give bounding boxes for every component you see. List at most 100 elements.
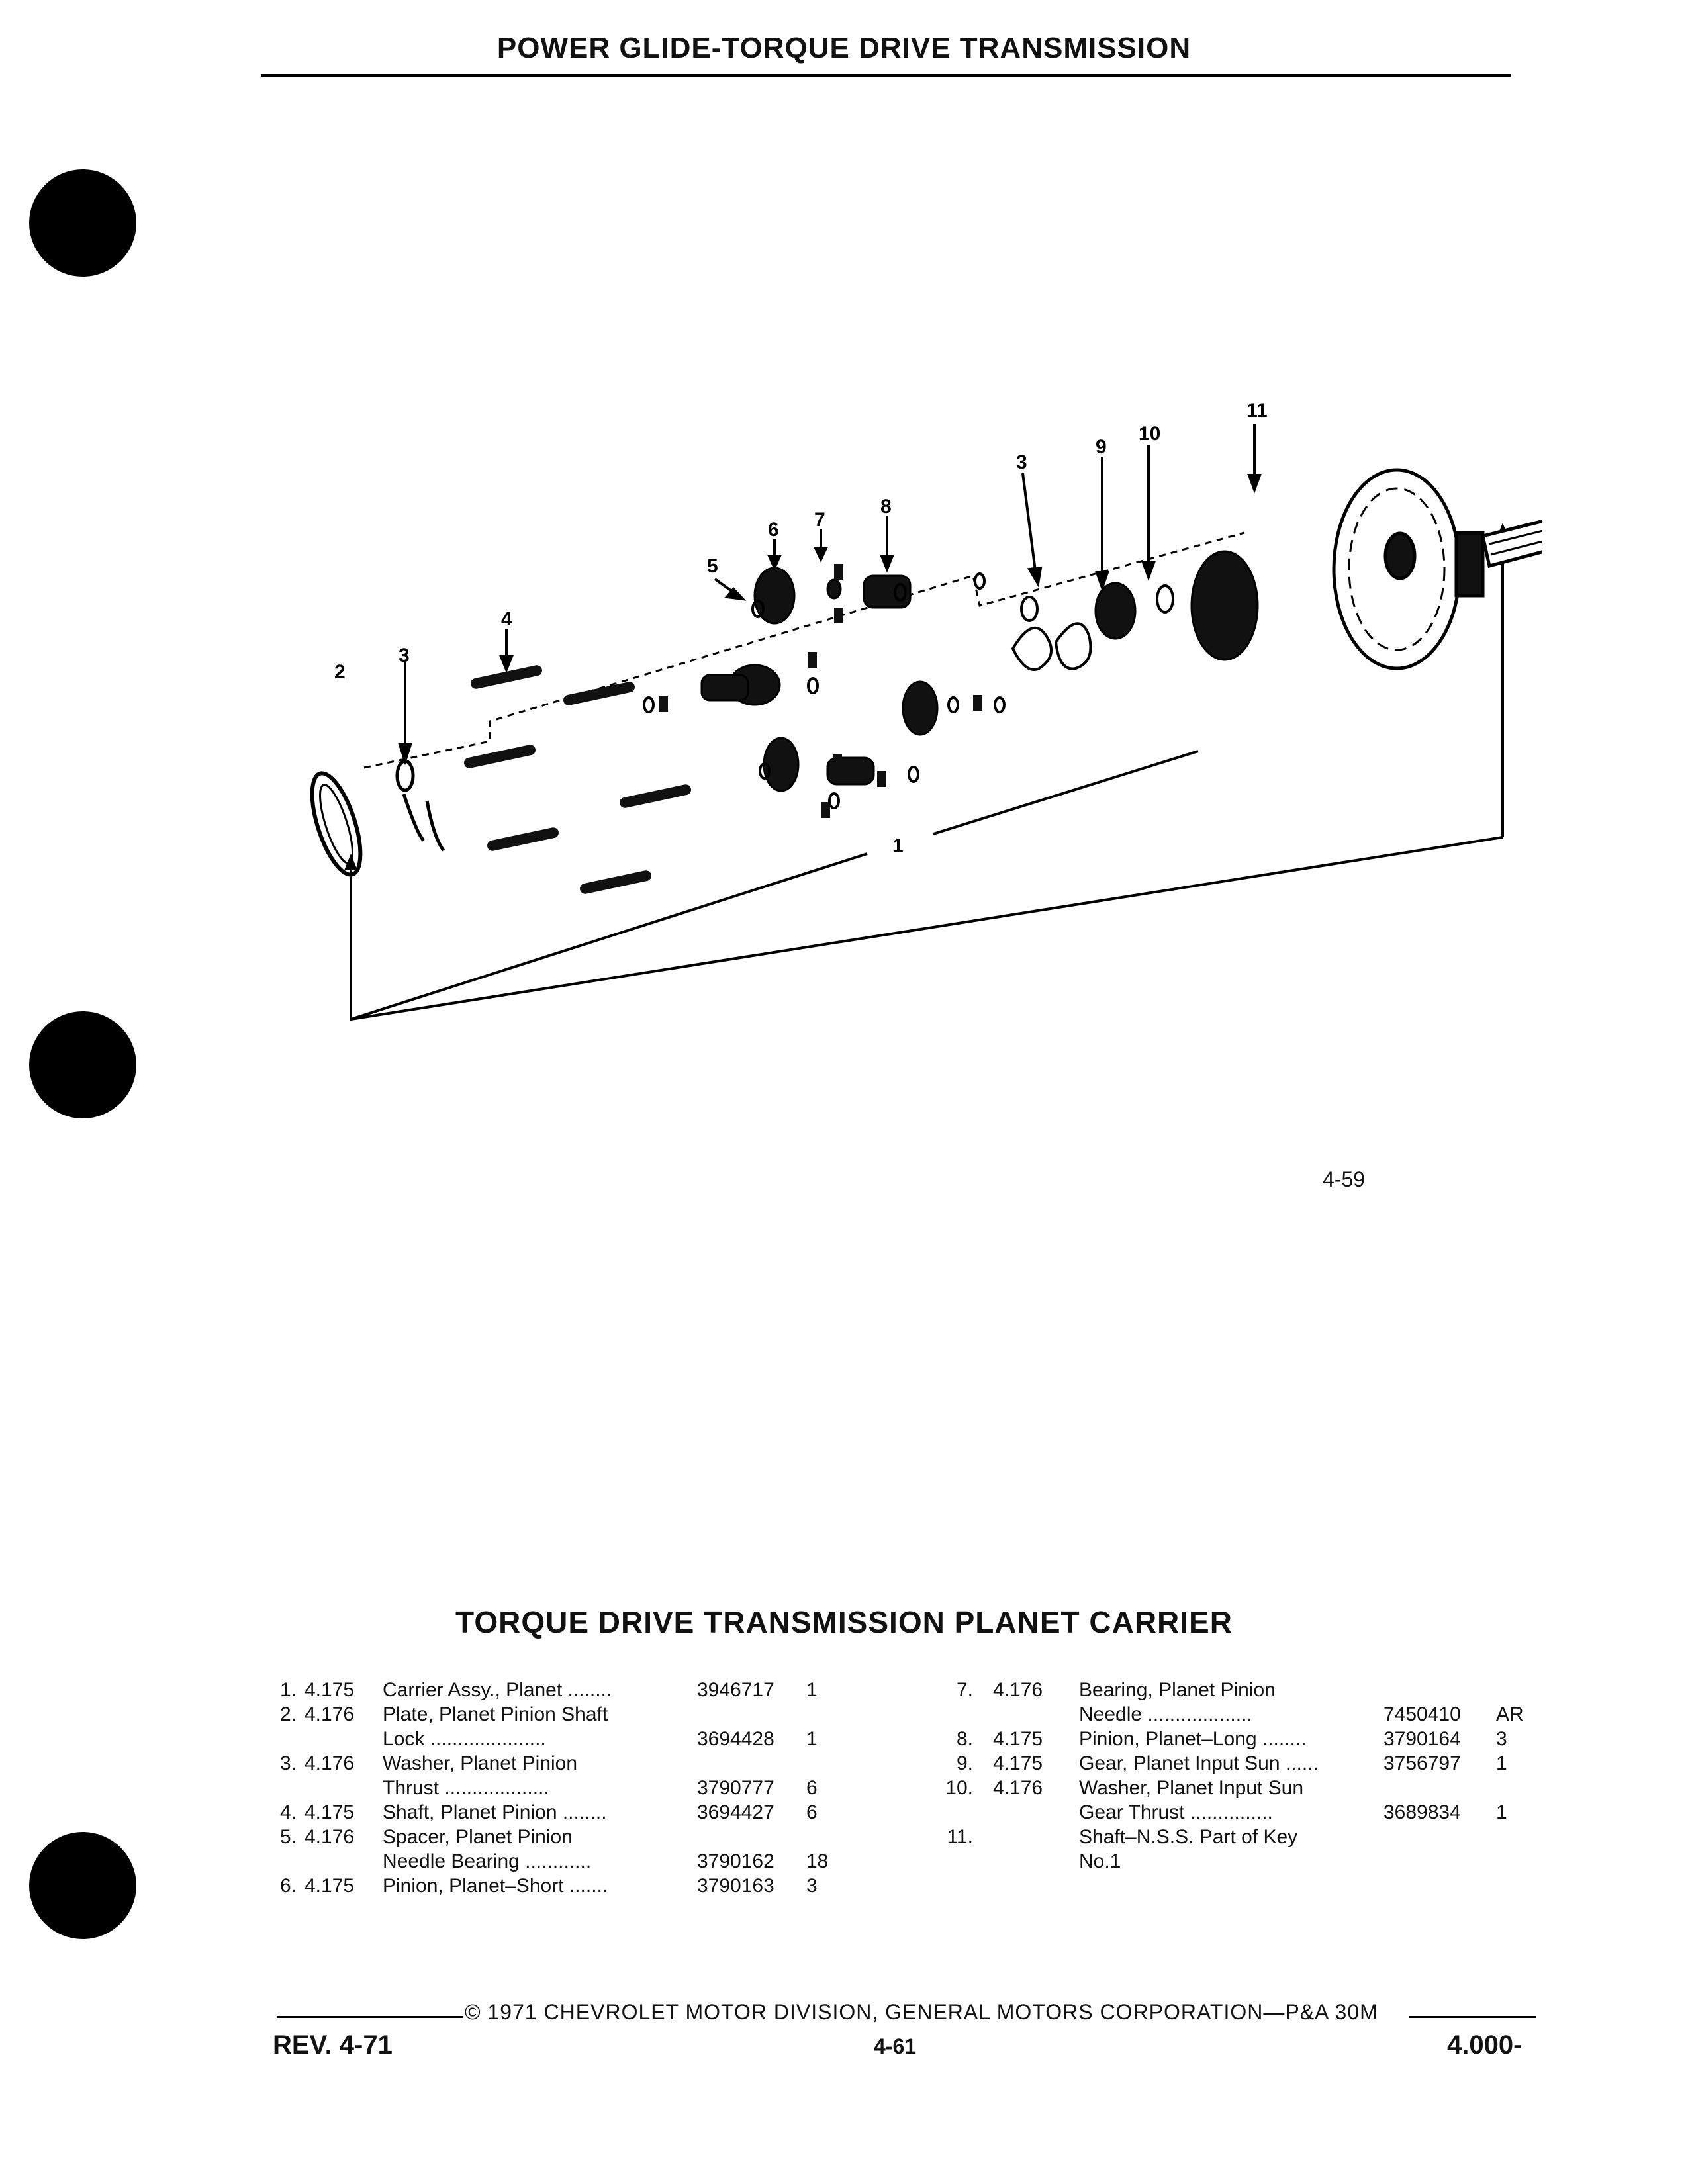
group-code: 4.176 <box>305 1826 355 1848</box>
part-description: Carrier Assy., Planet ........ <box>383 1679 612 1701</box>
parts-row: Needle ................... 7450410 AR <box>940 1702 1536 1727</box>
group-code: 4.175 <box>993 1752 1043 1774</box>
parts-row: No.1 <box>940 1849 1536 1874</box>
parts-row: Lock ..................... 3694428 1 <box>263 1727 846 1751</box>
part-description: Washer, Planet Pinion <box>383 1752 578 1774</box>
group-code: 4.176 <box>305 1704 355 1725</box>
parts-row: 9. 4.175 Gear, Planet Input Sun ...... 3756… <box>940 1751 1536 1776</box>
callout-3-left: 3 <box>399 645 410 666</box>
item-number: 4. <box>279 1801 297 1823</box>
quantity: 1 <box>1496 1752 1507 1774</box>
callout-8: 8 <box>880 496 892 518</box>
exploded-parts-diagram: 2 3 4 5 6 7 8 3 9 10 11 1 <box>310 400 1542 1021</box>
callout-5: 5 <box>707 555 718 577</box>
callout-7: 7 <box>814 509 825 531</box>
parts-row: 4. 4.175 Shaft, Planet Pinion ........ 3694… <box>263 1800 846 1825</box>
callout-6: 6 <box>768 519 779 541</box>
item-number: 9. <box>956 1752 973 1774</box>
part-number: 3790164 <box>1383 1728 1461 1750</box>
part-number: 3790162 <box>697 1850 774 1872</box>
callout-10: 10 <box>1139 423 1160 445</box>
part-description: Needle ................... <box>1079 1704 1252 1725</box>
page-title: POWER GLIDE-TORQUE DRIVE TRANSMISSION <box>496 32 1192 64</box>
part-description: Pinion, Planet–Long ........ <box>1079 1728 1307 1750</box>
part-description: Needle Bearing ............ <box>383 1850 592 1872</box>
parts-row: Needle Bearing ............ 3790162 18 <box>263 1849 846 1874</box>
part-description: Pinion, Planet–Short ....... <box>383 1875 608 1897</box>
quantity: 18 <box>806 1850 829 1872</box>
item-number: 7. <box>956 1679 973 1701</box>
page-number: 4-61 <box>874 2034 917 2058</box>
binder-hole-top <box>29 169 136 277</box>
item-number: 11. <box>947 1826 973 1848</box>
parts-row: 11. Shaft–N.S.S. Part of Key <box>940 1825 1536 1849</box>
callout-4: 4 <box>501 608 512 630</box>
group-code: 4.176 <box>993 1777 1043 1799</box>
callout-2: 2 <box>334 661 346 683</box>
part-description: Lock ..................... <box>383 1728 546 1750</box>
quantity: 6 <box>806 1777 818 1799</box>
item-number: 6. <box>279 1875 297 1897</box>
callout-1: 1 <box>892 835 904 857</box>
part-number: 3756797 <box>1383 1752 1461 1774</box>
part-number: 3694427 <box>697 1801 774 1823</box>
part-description: Washer, Planet Input Sun <box>1079 1777 1304 1799</box>
footer-rule-right <box>1409 2016 1536 2018</box>
part-description: Spacer, Planet Pinion <box>383 1826 573 1848</box>
callout-9: 9 <box>1096 436 1107 458</box>
part-description: Gear, Planet Input Sun ...... <box>1079 1752 1319 1774</box>
item-number: 10. <box>945 1777 973 1799</box>
part-number: 3694428 <box>697 1728 774 1750</box>
footer-rule-left <box>277 2016 463 2018</box>
group-code: 4.175 <box>305 1801 355 1823</box>
parts-row: 10. 4.176 Washer, Planet Input Sun <box>940 1776 1536 1800</box>
item-number: 1. <box>279 1679 297 1701</box>
part-description: Bearing, Planet Pinion <box>1079 1679 1276 1701</box>
group-code: 4.176 <box>993 1679 1043 1701</box>
quantity: AR <box>1496 1704 1524 1725</box>
carrier-hub <box>1332 468 1485 670</box>
part-description: Shaft–N.S.S. Part of Key <box>1079 1826 1298 1848</box>
part-description: Plate, Planet Pinion Shaft <box>383 1704 608 1725</box>
quantity: 3 <box>806 1875 818 1897</box>
item-number: 3. <box>279 1752 297 1774</box>
quantity: 1 <box>806 1679 818 1701</box>
part-description: Gear Thrust ............... <box>1079 1801 1273 1823</box>
callout-3-right: 3 <box>1016 451 1027 473</box>
output-shaft <box>1481 519 1542 569</box>
group-code: 4.175 <box>305 1875 355 1897</box>
revision-label: REV. 4-71 <box>273 2030 393 2060</box>
item-number: 2. <box>279 1704 297 1725</box>
item-number: 5. <box>279 1826 297 1848</box>
parts-row: Thrust ................... 3790777 6 <box>263 1776 846 1800</box>
quantity: 3 <box>1496 1728 1507 1750</box>
copyright-line: © 1971 CHEVROLET MOTOR DIVISION, GENERAL… <box>465 2000 1378 2024</box>
part-number: 7450410 <box>1383 1704 1461 1725</box>
parts-row: 5. 4.176 Spacer, Planet Pinion <box>263 1825 846 1849</box>
parts-row: 6. 4.175 Pinion, Planet–Short ....... 37901… <box>263 1874 846 1898</box>
quantity: 1 <box>1496 1801 1507 1823</box>
quantity: 1 <box>806 1728 818 1750</box>
callout-11: 11 <box>1246 400 1268 422</box>
part-number: 3790777 <box>697 1777 774 1799</box>
part-number: 3946717 <box>697 1679 774 1701</box>
header-rule <box>261 74 1511 77</box>
quantity: 6 <box>806 1801 818 1823</box>
lock-plate <box>310 771 363 877</box>
part-number: 3790163 <box>697 1875 774 1897</box>
part-description: No.1 <box>1079 1850 1121 1872</box>
parts-row: 7. 4.176 Bearing, Planet Pinion <box>940 1678 1536 1702</box>
part-description: Thrust ................... <box>383 1777 549 1799</box>
item-number: 8. <box>956 1728 973 1750</box>
binder-hole-middle <box>29 1011 136 1118</box>
parts-list-left: 1. 4.175 Carrier Assy., Planet ........ 394… <box>263 1678 846 1898</box>
parts-row: 2. 4.176 Plate, Planet Pinion Shaft <box>263 1702 846 1727</box>
binder-hole-bottom <box>29 1832 136 1939</box>
part-description: Shaft, Planet Pinion ........ <box>383 1801 607 1823</box>
section-title: TORQUE DRIVE TRANSMISSION PLANET CARRIER <box>455 1605 1233 1639</box>
